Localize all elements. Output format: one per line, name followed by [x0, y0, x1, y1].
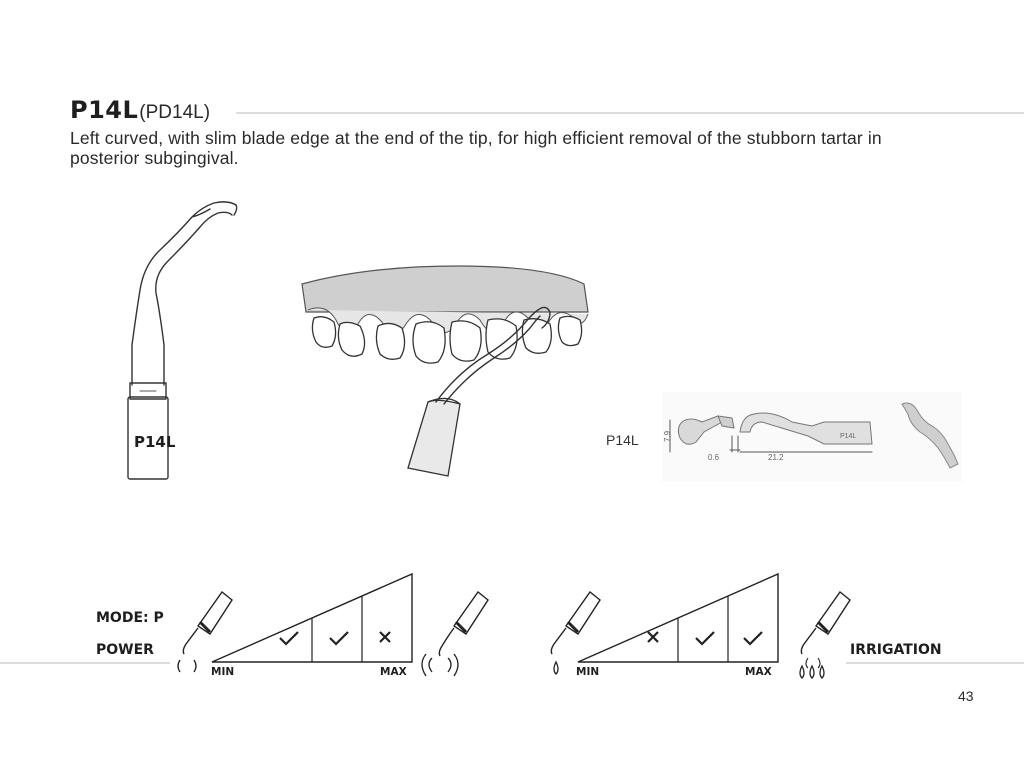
handpiece-high-water-icon — [799, 590, 851, 679]
dim-height: 7.9 — [663, 430, 672, 442]
handpiece-high-vibration-icon — [421, 590, 489, 677]
power-label: POWER — [96, 642, 154, 658]
irrigation-max-label: MAX — [745, 666, 772, 678]
power-min-label: MIN — [211, 666, 235, 678]
dim-edge: 0.6 — [708, 453, 720, 462]
tip-marking: P14L — [134, 433, 176, 451]
power-max-label: MAX — [380, 666, 407, 678]
power-level-1-check-icon — [279, 631, 299, 646]
irrigation-min-label: MIN — [576, 666, 600, 678]
power-triangle — [211, 572, 413, 663]
model-name: P14L — [70, 96, 139, 124]
irrigation-label: IRRIGATION — [850, 642, 942, 658]
settings-divider-right — [846, 662, 1024, 664]
teeth-illustration — [301, 265, 589, 477]
power-level-2-check-icon — [329, 631, 349, 646]
handpiece-low-vibration-icon — [177, 590, 233, 673]
dimension-label: P14L — [606, 432, 639, 448]
mode-label: MODE: P — [96, 610, 164, 626]
dim-body-marking: P14L — [840, 433, 856, 440]
page-number: 43 — [958, 688, 974, 704]
irrigation-level-1-cross-icon — [647, 631, 659, 643]
irrigation-level-2-check-icon — [695, 631, 715, 646]
scaler-tip-illustration: P14L — [127, 201, 238, 480]
title-divider — [236, 112, 1024, 114]
tip-description: Left curved, with slim blade edge at the… — [70, 128, 882, 168]
settings-divider-left — [0, 662, 170, 664]
irrigation-level-3-check-icon — [743, 631, 763, 646]
power-level-3-cross-icon — [379, 631, 391, 643]
model-alt-name: (PD14L) — [139, 102, 211, 123]
page-title: P14L (PD14L) — [70, 96, 210, 124]
handpiece-low-water-icon — [550, 590, 601, 675]
dimension-drawing: 7.9 0.6 P14L 21.2 — [662, 392, 962, 482]
dim-length: 21.2 — [768, 453, 784, 462]
irrigation-triangle — [577, 572, 779, 663]
